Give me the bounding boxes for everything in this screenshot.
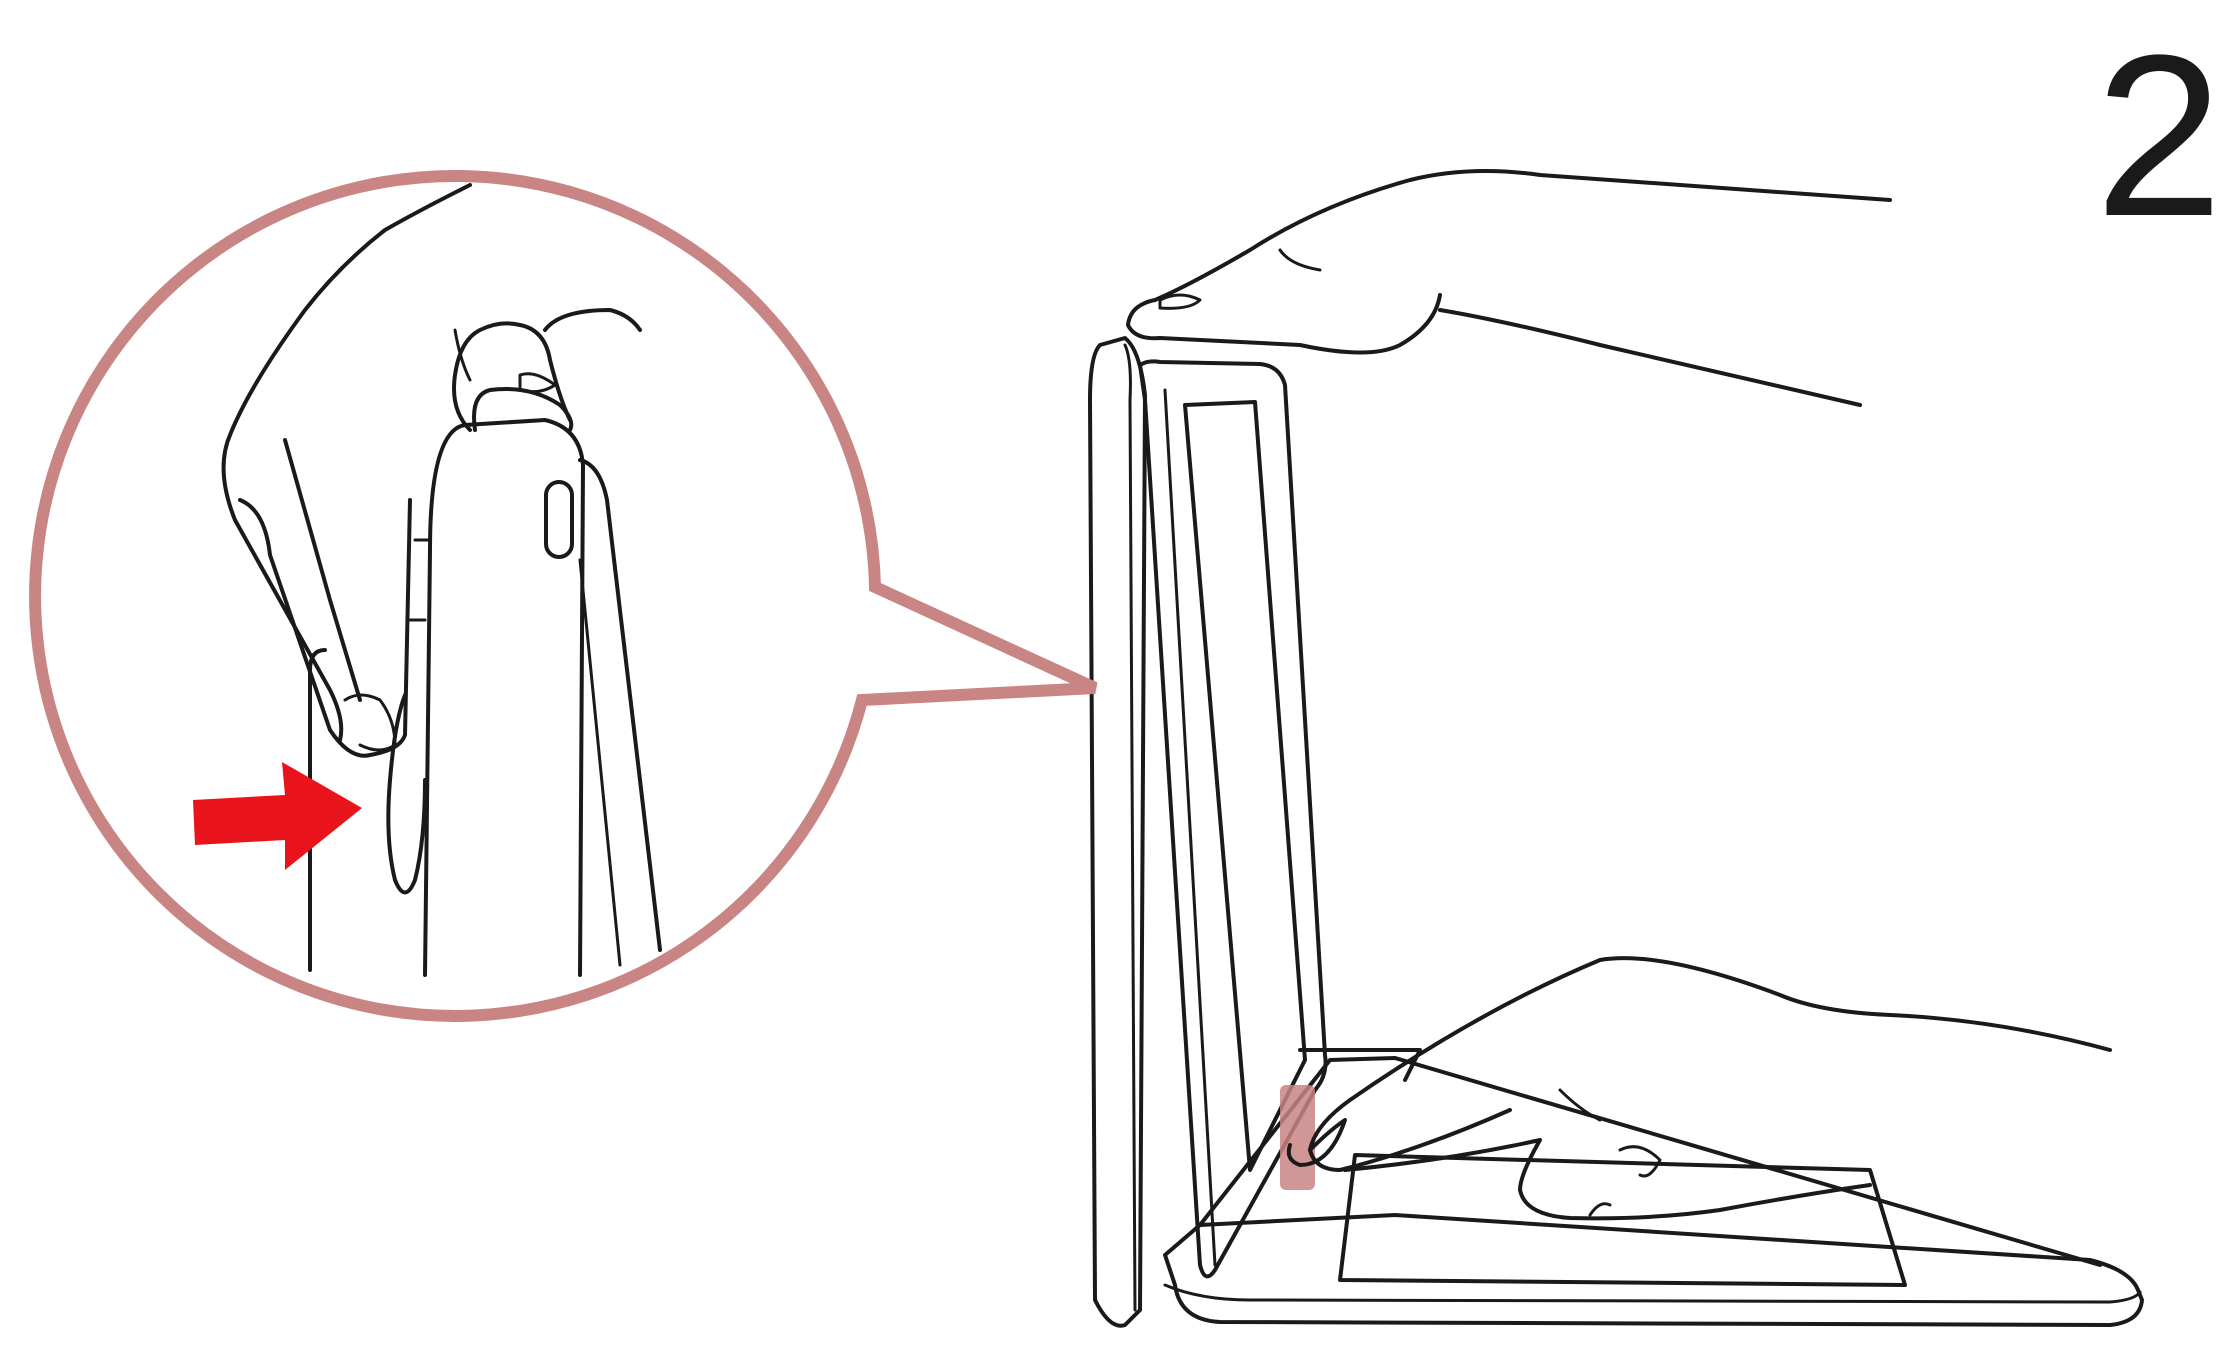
laptop (1090, 338, 2142, 1326)
laptop-base-edge (1165, 1285, 2140, 1302)
upper-hand (1128, 171, 1890, 405)
lower-hand (1289, 958, 2110, 1218)
laptop-lid-back (1090, 338, 1145, 1326)
laptop-base (1165, 1215, 2142, 1325)
lid-back-edge (1125, 345, 1135, 1310)
step-number: 2 (2095, 7, 2223, 264)
release-button-highlight (1280, 1085, 1315, 1190)
callout-bubble (35, 176, 1095, 1016)
touchpad (1340, 1155, 1905, 1285)
